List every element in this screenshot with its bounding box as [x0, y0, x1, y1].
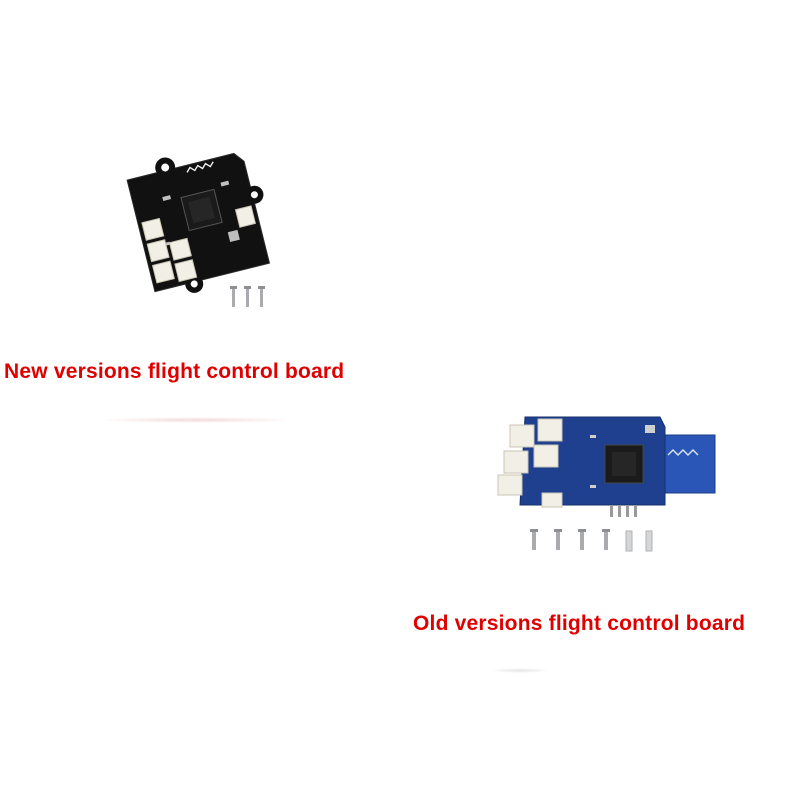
faint-smudge — [96, 417, 296, 423]
old-board-caption: Old versions flight control board — [413, 612, 746, 635]
old-flight-control-board-photo — [497, 416, 716, 552]
screws — [230, 286, 265, 307]
new-board-caption: New versions flight control board — [4, 360, 345, 383]
faint-shadow — [490, 668, 550, 673]
screws-and-standoffs — [530, 529, 653, 552]
new-flight-control-board-photo — [126, 152, 271, 307]
